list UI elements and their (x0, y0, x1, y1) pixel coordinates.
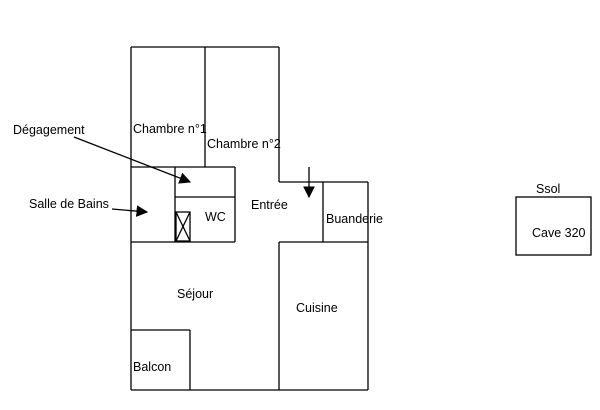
room-label-cave: Cave 320 (532, 226, 586, 240)
room-label-chambre2: Chambre n°2 (207, 137, 281, 151)
callout-degagement: Dégagement (13, 123, 85, 137)
wc-fixture (175, 211, 191, 242)
callout-labels: Dégagement Salle de Bains Ssol (13, 123, 560, 211)
salle-de-bains-arrow (111, 205, 149, 217)
room-label-sejour: Séjour (177, 287, 213, 301)
room-label-balcon: Balcon (133, 360, 171, 374)
room-label-chambre1: Chambre n°1 (133, 122, 207, 136)
degagement-arrow (73, 136, 192, 184)
arrows (73, 136, 315, 217)
level-label: Ssol (536, 182, 560, 196)
walls (130, 46, 592, 391)
wc-hatch-line (175, 211, 191, 242)
room-label-cuisine: Cuisine (296, 301, 338, 315)
wc-hatch-box (175, 211, 191, 242)
room-label-wc: WC (205, 210, 226, 224)
room-labels: Chambre n°1 Chambre n°2 Entrée Buanderie… (133, 122, 586, 374)
callout-salle-de-bains: Salle de Bains (29, 197, 109, 211)
room-label-entree: Entrée (251, 198, 288, 212)
room-label-buanderie: Buanderie (326, 212, 383, 226)
cave-outline (515, 196, 592, 256)
